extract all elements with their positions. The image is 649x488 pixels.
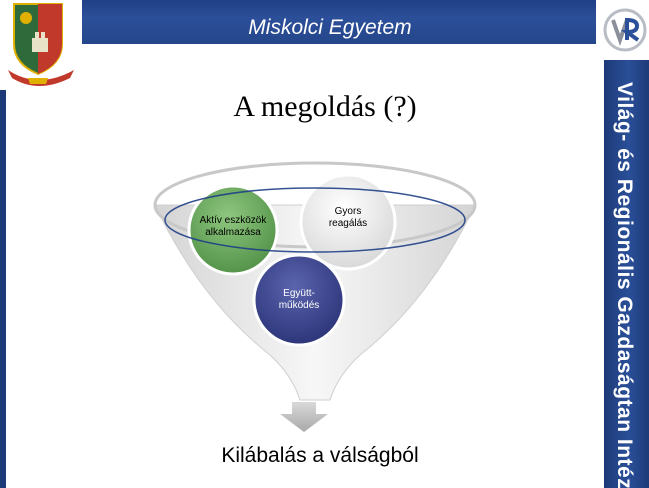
header-title: Miskolci Egyetem (248, 16, 412, 39)
header-divider (82, 44, 602, 53)
bubble-label-green: Aktív eszközök alkalmazása (199, 215, 267, 238)
bubble-label-white: Gyors reagálás (328, 206, 368, 229)
bubble-white (299, 173, 397, 271)
funnel-rim-front (164, 187, 466, 253)
bubble-blue (252, 253, 346, 347)
bubble-green (187, 184, 279, 276)
crest-icon (8, 3, 74, 86)
side-banner-text: Világ- és Regionális Gazdaságtan Intézet (613, 82, 636, 488)
slide-title: A megoldás (?) (233, 90, 417, 123)
result-text: Kilábalás a válságból (221, 444, 419, 467)
vrg-logo-icon (603, 8, 647, 52)
bubble-label-blue: Együtt-működés (278, 288, 320, 311)
down-arrow-icon (280, 402, 328, 432)
left-border (0, 90, 6, 488)
side-banner (604, 60, 649, 488)
vrg-logo (596, 0, 649, 60)
header-bar (0, 0, 649, 50)
university-crest-logo (0, 0, 82, 90)
